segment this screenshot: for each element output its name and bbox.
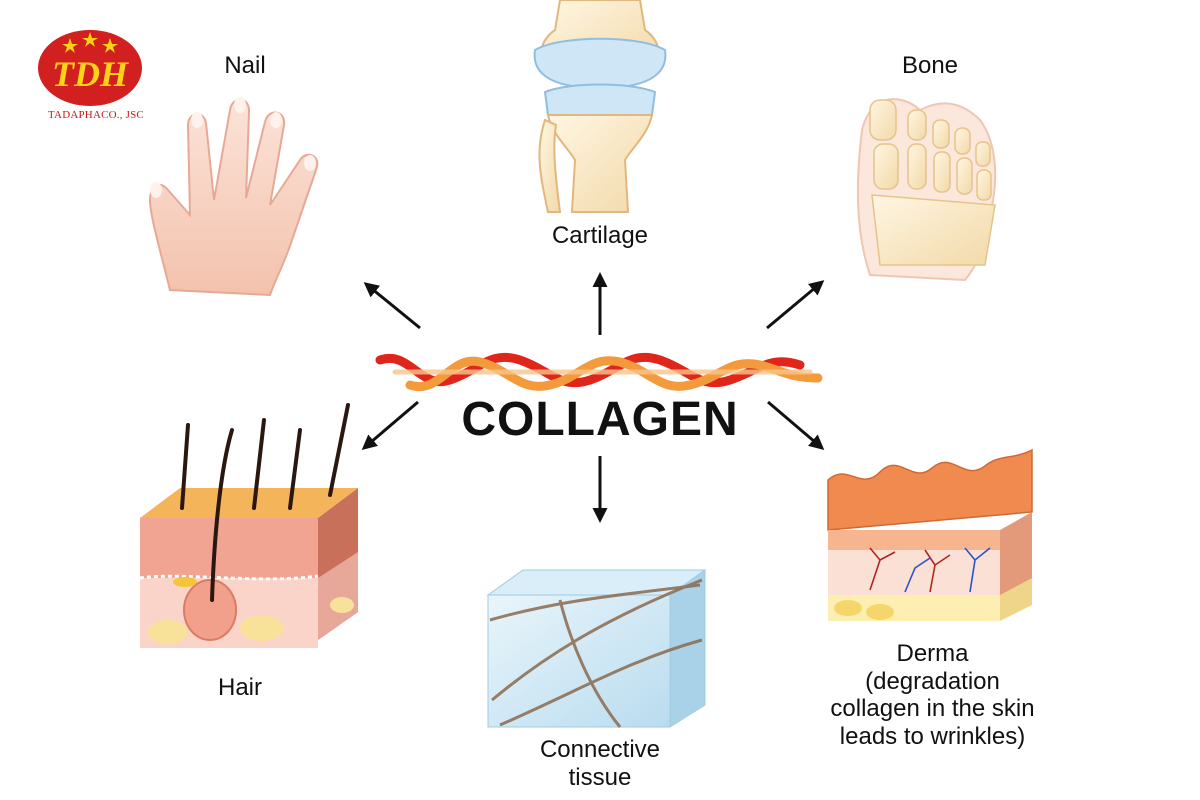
knee-joint-icon (533, 0, 667, 213)
arrows (361, 272, 825, 523)
arrow-to-nail (363, 282, 421, 330)
label-connective-line2: tissue (568, 763, 632, 791)
label-cartilage: Cartilage (551, 222, 649, 249)
collagen-title: COLLAGEN (461, 393, 739, 446)
arrow-to-derma (767, 400, 825, 450)
label-derma-line4: leads to wrinkles) (839, 722, 1026, 750)
collagen-helix-icon (375, 352, 823, 392)
label-hair: Hair (217, 674, 262, 701)
label-derma-line2: (degradation (865, 667, 1000, 695)
connective-tissue-icon (486, 569, 707, 728)
foot-bones-icon (856, 98, 997, 282)
label-derma-line1: Derma (896, 640, 969, 667)
hair-follicle-icon (139, 403, 358, 648)
arrow-to-bone (766, 280, 825, 330)
label-connective-line1: Connective (539, 736, 661, 763)
company-name: TADAPHACO., JSC (48, 109, 144, 121)
company-logo: TDH (38, 30, 142, 106)
label-nail: Nail (224, 52, 266, 79)
hand-icon (148, 97, 319, 297)
label-connective-tissue: Connective tissue (490, 736, 710, 791)
label-derma-line3: collagen in the skin (830, 695, 1035, 723)
logo-mark: TDH (52, 54, 129, 94)
label-derma: Derma (degradation collagen in the skin … (800, 640, 1065, 750)
skin-wrinkle-icon (827, 448, 1033, 621)
arrow-to-hair (361, 400, 419, 450)
label-bone: Bone (901, 52, 959, 79)
